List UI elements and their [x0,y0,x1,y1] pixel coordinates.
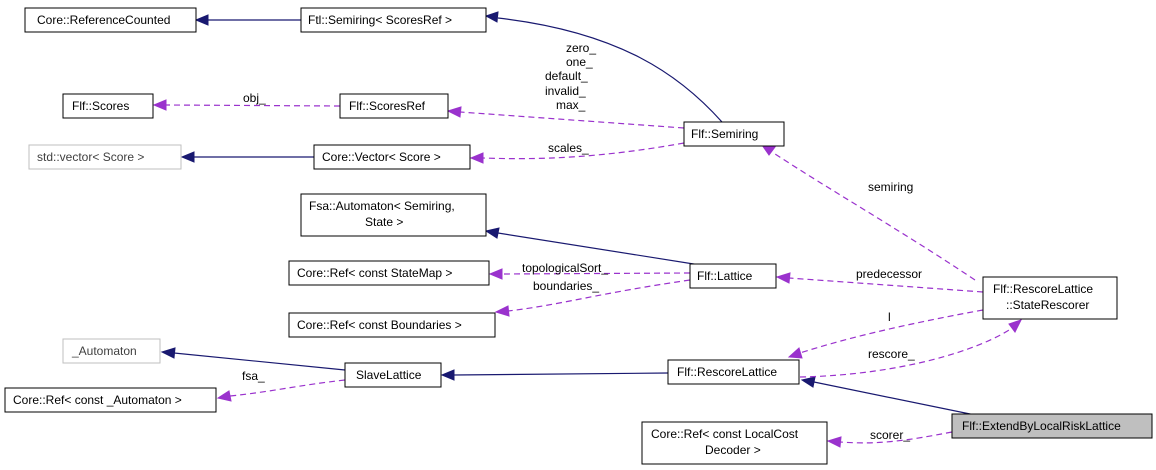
edge-label-semiring: semiring [868,180,913,194]
node-label: Flf::Lattice [697,269,753,283]
usage-edge-scoresref-scores [152,99,341,111]
usage-edge-lattice-boundaries [494,279,691,317]
node-slavelattice[interactable]: SlaveLattice [344,362,442,388]
node-core-ref-automaton[interactable]: Core::Ref< const _Automaton > [4,387,217,413]
node-label: Flf::ScoresRef [349,99,426,113]
node-label-line-1: Flf::RescoreLattice [993,282,1093,296]
node-automaton[interactable]: _Automaton [62,338,161,364]
usage-edge-staterescorer-rescorelattice [787,309,984,359]
node-label-line-2: Decoder > [705,443,761,457]
edge-label-scoresref-member-3: invalid_ [545,84,586,98]
edge-label-scoresref-member-0: zero_ [566,41,596,55]
node-label-line-2: State > [365,215,403,229]
node-label: SlaveLattice [356,368,422,382]
node-flf-semiring[interactable]: Flf::Semiring [683,121,785,147]
usage-edge-semiring-corevector [469,142,685,164]
node-fsa-automaton[interactable]: Fsa::Automaton< Semiring, State > [300,193,487,237]
inherit-edge-semiring-refcounted [194,14,301,26]
node-flf-scores[interactable]: Flf::Scores [62,93,154,119]
edge-label-fsa: fsa_ [242,369,265,383]
node-label: Flf::Scores [72,99,129,113]
edge-label-obj: obj_ [243,91,266,105]
inherit-edge-slavelattice-automaton [160,347,346,371]
edge-label-scoresref-member-1: one_ [566,55,593,69]
edge-label-boundaries: boundaries_ [533,279,599,293]
node-label: Core::Ref< const _Automaton > [13,393,182,407]
usage-edge-lattice-statemap [488,268,691,280]
inherit-edge-lattice-automaton [484,227,701,266]
node-label: Flf::ExtendByLocalRiskLattice [962,419,1121,433]
edge-label-scales: scales_ [548,141,589,155]
node-core-ref-statemap[interactable]: Core::Ref< const StateMap > [288,260,490,286]
usage-edge-rescorelattice-staterescorer [799,319,1022,378]
node-label-line-1: Fsa::Automaton< Semiring, [309,199,455,213]
node-label: Core::Ref< const Boundaries > [297,318,462,332]
node-label: Flf::RescoreLattice [677,365,777,379]
node-core-ref-localcost-decoder[interactable]: Core::Ref< const LocalCost Decoder > [641,421,828,465]
node-flf-lattice[interactable]: Flf::Lattice [689,263,777,289]
node-core-vector[interactable]: Core::Vector< Score > [313,144,471,170]
edge-label-scorer: scorer_ [870,428,910,442]
edge-label-scoresref-member-4: max_ [556,98,586,112]
edge-label-predecessor: predecessor [856,267,922,281]
inherit-edge-corevector-stdvector [180,151,314,163]
edge-label-l: l [888,310,891,324]
edge-label-rescore: rescore_ [868,347,915,361]
node-label: Ftl::Semiring< ScoresRef > [308,13,452,27]
node-core-reference-counted[interactable]: Core::ReferenceCounted [24,7,197,33]
edge-label-topological-sort: topologicalSort_ [522,261,608,275]
edge-label-scoresref-member-2: default_ [545,69,588,83]
inherit-edge-extend-rescorelattice [800,376,976,416]
inherit-edge-flfsemiring-ftlsemiring [484,11,723,123]
usage-edge-staterescorer-lattice [775,272,984,293]
node-label: Flf::Semiring [691,127,758,141]
node-label-line-2: ::StateRescorer [1006,298,1089,312]
node-std-vector[interactable]: std::vector< Score > [28,144,182,170]
node-label: Core::Vector< Score > [322,150,441,164]
node-flf-state-rescorer[interactable]: Flf::RescoreLattice ::StateRescorer [982,276,1118,320]
usage-edge-semiring-scoresref [446,106,685,129]
usage-edge-staterescorer-semiring [760,144,976,281]
node-flf-extend-by-local-risk-lattice[interactable]: Flf::ExtendByLocalRiskLattice [951,413,1153,439]
node-label: std::vector< Score > [37,150,144,164]
node-flf-scoresref[interactable]: Flf::ScoresRef [339,93,449,119]
node-label: _Automaton [71,344,137,358]
usage-edge-extend-localcost [826,431,953,448]
node-label: Core::Ref< const StateMap > [297,266,452,280]
node-core-ref-boundaries[interactable]: Core::Ref< const Boundaries > [288,312,496,338]
usage-edge-slavelattice-coreref-automaton [216,379,346,402]
node-flf-rescorelattice[interactable]: Flf::RescoreLattice [667,359,800,385]
inherit-edge-rescorelattice-slavelattice [440,369,669,381]
node-ftl-semiring[interactable]: Ftl::Semiring< ScoresRef > [300,7,487,33]
node-label: Core::ReferenceCounted [37,13,170,27]
node-label-line-1: Core::Ref< const LocalCost [651,427,799,441]
